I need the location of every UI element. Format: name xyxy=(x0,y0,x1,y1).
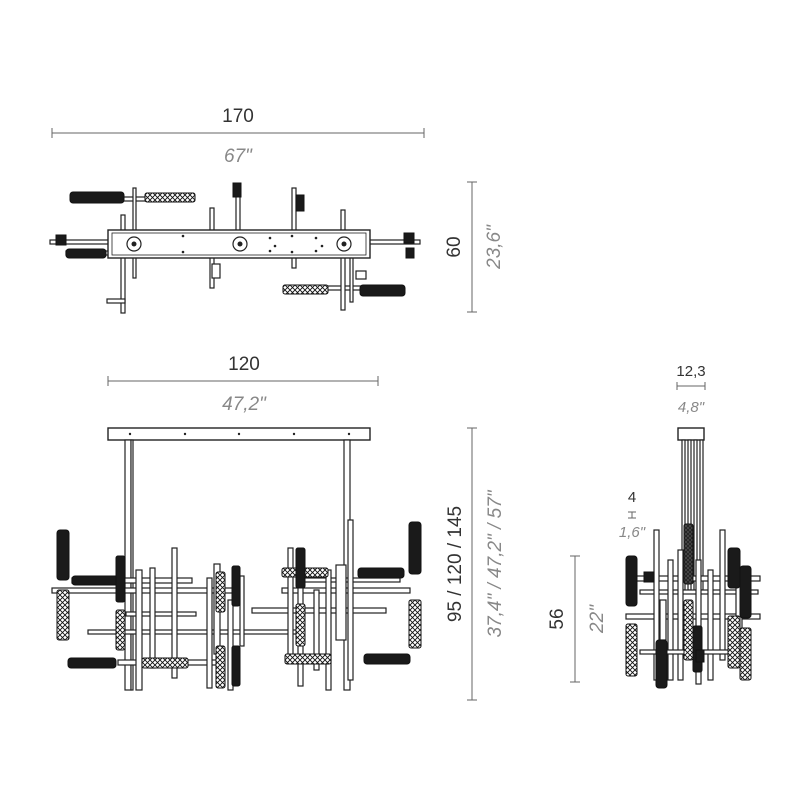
top-width-dimension: 170 67" xyxy=(51,106,425,167)
front-canopy xyxy=(107,427,371,441)
side-rod-dimension: 4 1,6" xyxy=(619,489,646,541)
side-body-dimension: 56 22" xyxy=(547,555,608,683)
top-view: 170 67" 60 23,6" xyxy=(49,106,505,314)
side-canopy-cm: 12,3 xyxy=(676,363,705,380)
top-canopy xyxy=(107,229,371,259)
top-depth-in: 23,6" xyxy=(484,224,505,270)
front-width-cm: 120 xyxy=(228,354,260,375)
side-view: 12,3 4,8" 4 1,6" 56 22" xyxy=(547,363,761,689)
top-lamps xyxy=(55,182,415,297)
top-width-cm: 170 xyxy=(222,106,254,127)
top-width-in: 67" xyxy=(224,146,253,167)
front-lamps xyxy=(56,521,422,689)
front-height-in: 37,4" / 47,2" / 57" xyxy=(485,489,506,637)
top-depth-cm: 60 xyxy=(444,236,465,257)
canopy-mount-points xyxy=(126,234,352,254)
side-canopy-in: 4,8" xyxy=(678,399,705,416)
front-height-dimension: 95 / 120 / 145 37,4" / 47,2" / 57" xyxy=(445,427,506,701)
side-body xyxy=(625,523,761,689)
front-width-dimension: 120 47,2" xyxy=(107,354,379,415)
side-canopy xyxy=(677,427,705,441)
side-rod-cm: 4 xyxy=(628,489,636,506)
top-depth-dimension: 60 23,6" xyxy=(444,181,505,313)
front-view: 120 47,2" 95 / 120 / 145 37,4" / 47,2" /… xyxy=(51,354,506,701)
front-height-cm: 95 / 120 / 145 xyxy=(445,506,466,622)
side-rod-in: 1,6" xyxy=(619,524,646,541)
front-width-in: 47,2" xyxy=(222,394,267,415)
side-body-cm: 56 xyxy=(547,608,568,629)
side-canopy-dimension: 12,3 4,8" xyxy=(676,363,705,416)
side-body-in: 22" xyxy=(587,604,608,634)
